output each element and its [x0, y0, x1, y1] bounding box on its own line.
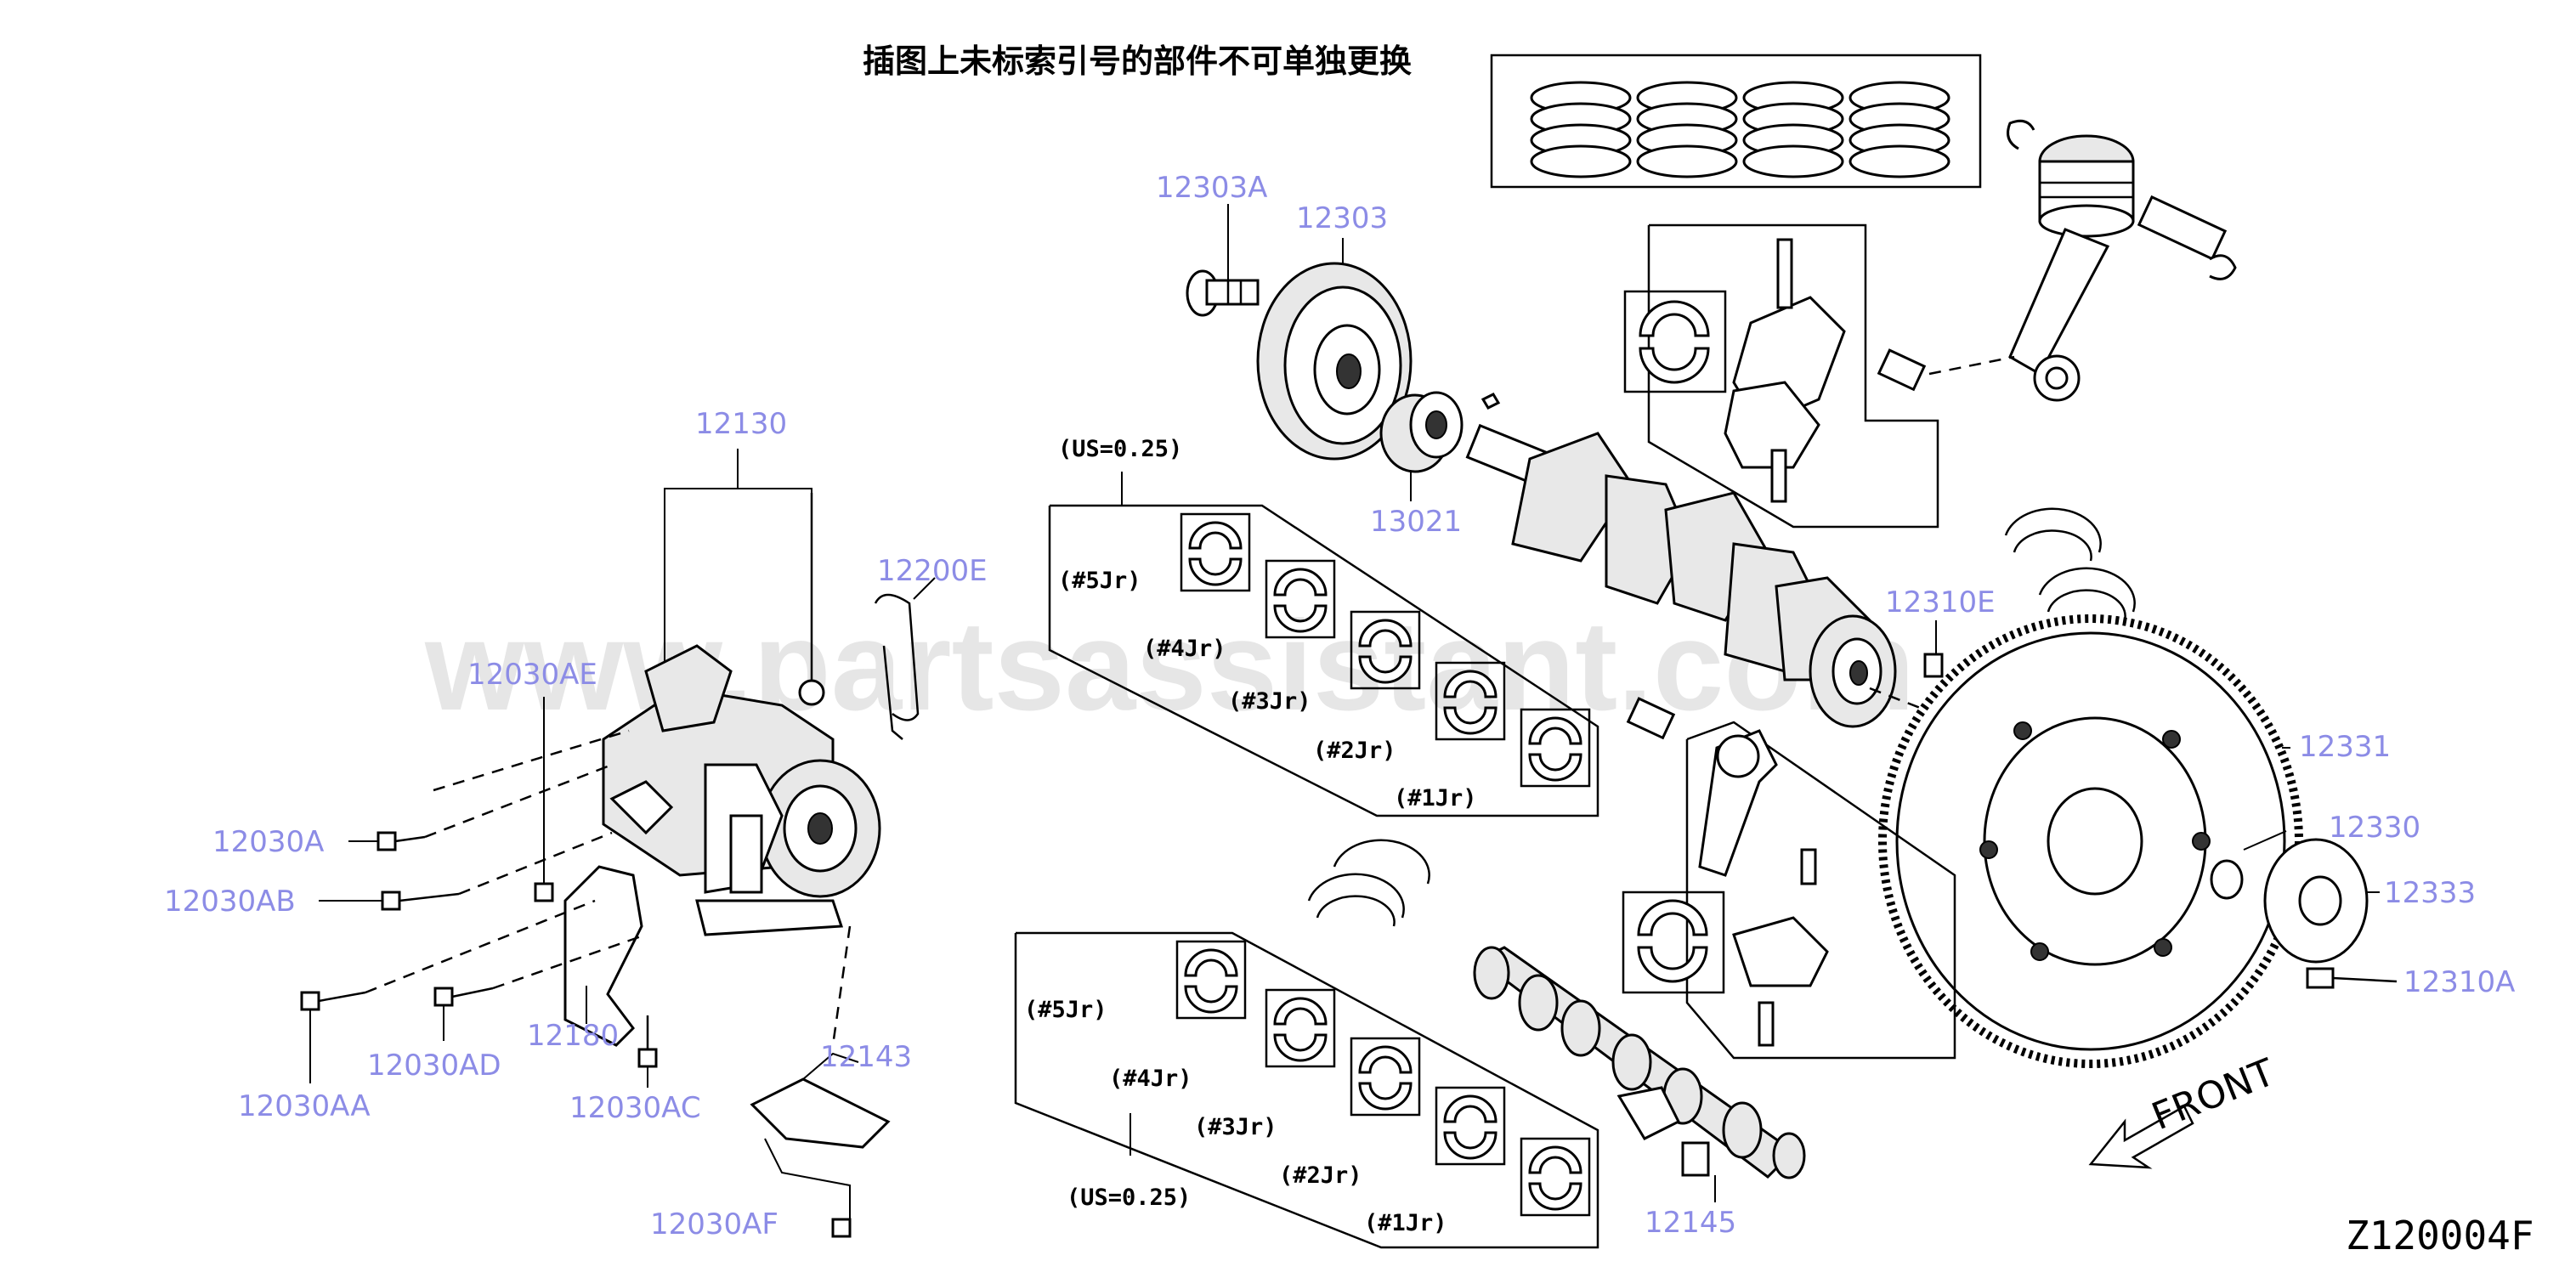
bracket-12143 — [750, 1052, 891, 1224]
drive-plate — [1878, 614, 2303, 1068]
woodruff-key — [1480, 393, 1501, 410]
thrust-washers-upper — [2004, 507, 2136, 621]
callout-12030AF[interactable]: 12030AF — [650, 1207, 778, 1241]
callout-12333[interactable]: 12333 — [2384, 876, 2476, 910]
journal-label-lower-1: (#1Jr) — [1364, 1210, 1447, 1236]
bearing-shell-icon — [1265, 988, 1336, 1068]
journal-label-upper-1: (#1Jr) — [1394, 785, 1477, 811]
callout-12143[interactable]: 12143 — [820, 1040, 912, 1074]
callout-12330[interactable]: 12330 — [2329, 811, 2420, 845]
front-label: FRONT — [2146, 1051, 2281, 1139]
callout-leaders — [1227, 204, 2380, 1202]
bearing-shell-icon — [1350, 1037, 1421, 1117]
journal-label-lower-2: (#2Jr) — [1279, 1162, 1362, 1189]
bracket-12130-leader — [664, 449, 812, 680]
bolt-12030A — [348, 831, 426, 851]
piston-assembly — [2007, 119, 2237, 402]
callout-13021[interactable]: 13021 — [1370, 505, 1462, 539]
callout-12130[interactable]: 12130 — [695, 407, 787, 441]
journal-label-lower-5: (#5Jr) — [1024, 997, 1107, 1023]
bearing-shell-icon — [1435, 1086, 1506, 1166]
crank-pulley-bolt — [1186, 269, 1260, 317]
oil-pump-assembly — [602, 493, 881, 936]
callout-12310E[interactable]: 12310E — [1885, 585, 1996, 619]
piston-rings-box — [1490, 54, 1982, 189]
main-bearings-upper: (#5Jr) (#4Jr) (#3Jr) (#2Jr) (#1Jr) — [1048, 472, 1599, 817]
bearing-shell-icon — [1637, 899, 1708, 983]
thrust-washers-lower — [1307, 839, 1430, 927]
assembly-dash-lines — [365, 729, 852, 1046]
callout-12030AD[interactable]: 12030AD — [367, 1049, 501, 1083]
callout-12310A[interactable]: 12310A — [2403, 965, 2515, 999]
conrod-upper-box — [1623, 223, 2015, 529]
us-label-upper: (US=0.25) — [1058, 436, 1182, 462]
bearing-shell-icon — [1175, 940, 1247, 1020]
callout-12030AC[interactable]: 12030AC — [569, 1091, 701, 1125]
journal-label-lower-3: (#3Jr) — [1194, 1114, 1277, 1140]
callout-12303A[interactable]: 12303A — [1156, 171, 1267, 205]
callout-12331[interactable]: 12331 — [2299, 730, 2391, 764]
bearing-shell-icon — [1265, 559, 1336, 639]
camshaft-bushing — [1681, 1141, 1710, 1177]
journal-label-upper-4: (#4Jr) — [1143, 636, 1226, 662]
journal-label-lower-4: (#4Jr) — [1109, 1066, 1192, 1092]
callout-12303[interactable]: 12303 — [1296, 201, 1388, 235]
header-note: 插图上未标索引号的部件不可单独更换 — [863, 42, 1412, 80]
flywheel-bolt — [2306, 967, 2398, 989]
callout-12030AB[interactable]: 12030AB — [164, 885, 296, 919]
bolt-12030AA — [300, 991, 366, 1083]
reinforcement-plate — [2210, 838, 2369, 964]
crank-pulley — [1256, 262, 1413, 461]
gasket-12200E — [874, 577, 936, 740]
diagram-code: Z120004F — [2346, 1213, 2534, 1258]
piston-ring-set — [1848, 81, 1950, 178]
bracket-12180 — [563, 865, 643, 1047]
conrod-lower-box — [1622, 697, 1956, 1060]
front-arrow: FRONT — [2088, 1051, 2281, 1169]
bolt-12030AC — [637, 1015, 658, 1088]
journal-label-upper-5: (#5Jr) — [1058, 568, 1141, 594]
crankshaft — [1465, 423, 1897, 728]
piston-ring-set — [1742, 81, 1844, 178]
piston-ring-set — [1530, 81, 1632, 178]
callout-12030AA[interactable]: 12030AA — [238, 1089, 371, 1123]
bolt-12030AD — [433, 987, 494, 1041]
callout-12030AE[interactable]: 12030AE — [467, 658, 597, 692]
bearing-shell-icon — [1639, 300, 1710, 384]
crank-sprocket — [1379, 391, 1464, 473]
journal-label-upper-2: (#2Jr) — [1313, 738, 1396, 764]
bearing-shell-icon — [1180, 512, 1251, 592]
us-label-lower: (US=0.25) — [1067, 1185, 1191, 1211]
bearing-shell-icon — [1520, 1137, 1591, 1217]
bearing-shell-icon — [1520, 708, 1591, 788]
callout-12200E[interactable]: 12200E — [877, 554, 988, 588]
callout-12030A[interactable]: 12030A — [212, 825, 324, 859]
bearing-shell-icon — [1350, 610, 1421, 690]
pilot-bushing — [1923, 653, 1944, 678]
bearing-shell-icon — [1435, 661, 1506, 741]
bolt-12030AB — [319, 891, 460, 911]
bolt-12030AF — [831, 1218, 852, 1238]
callout-12145[interactable]: 12145 — [1645, 1206, 1736, 1240]
piston-ring-set — [1636, 81, 1738, 178]
callout-12180[interactable]: 12180 — [527, 1019, 619, 1053]
main-bearings-lower: (#5Jr) (#4Jr) (#3Jr) (#2Jr) (#1Jr) — [1014, 931, 1599, 1249]
journal-label-upper-3: (#3Jr) — [1228, 688, 1311, 715]
camshaft — [1473, 946, 1806, 1179]
